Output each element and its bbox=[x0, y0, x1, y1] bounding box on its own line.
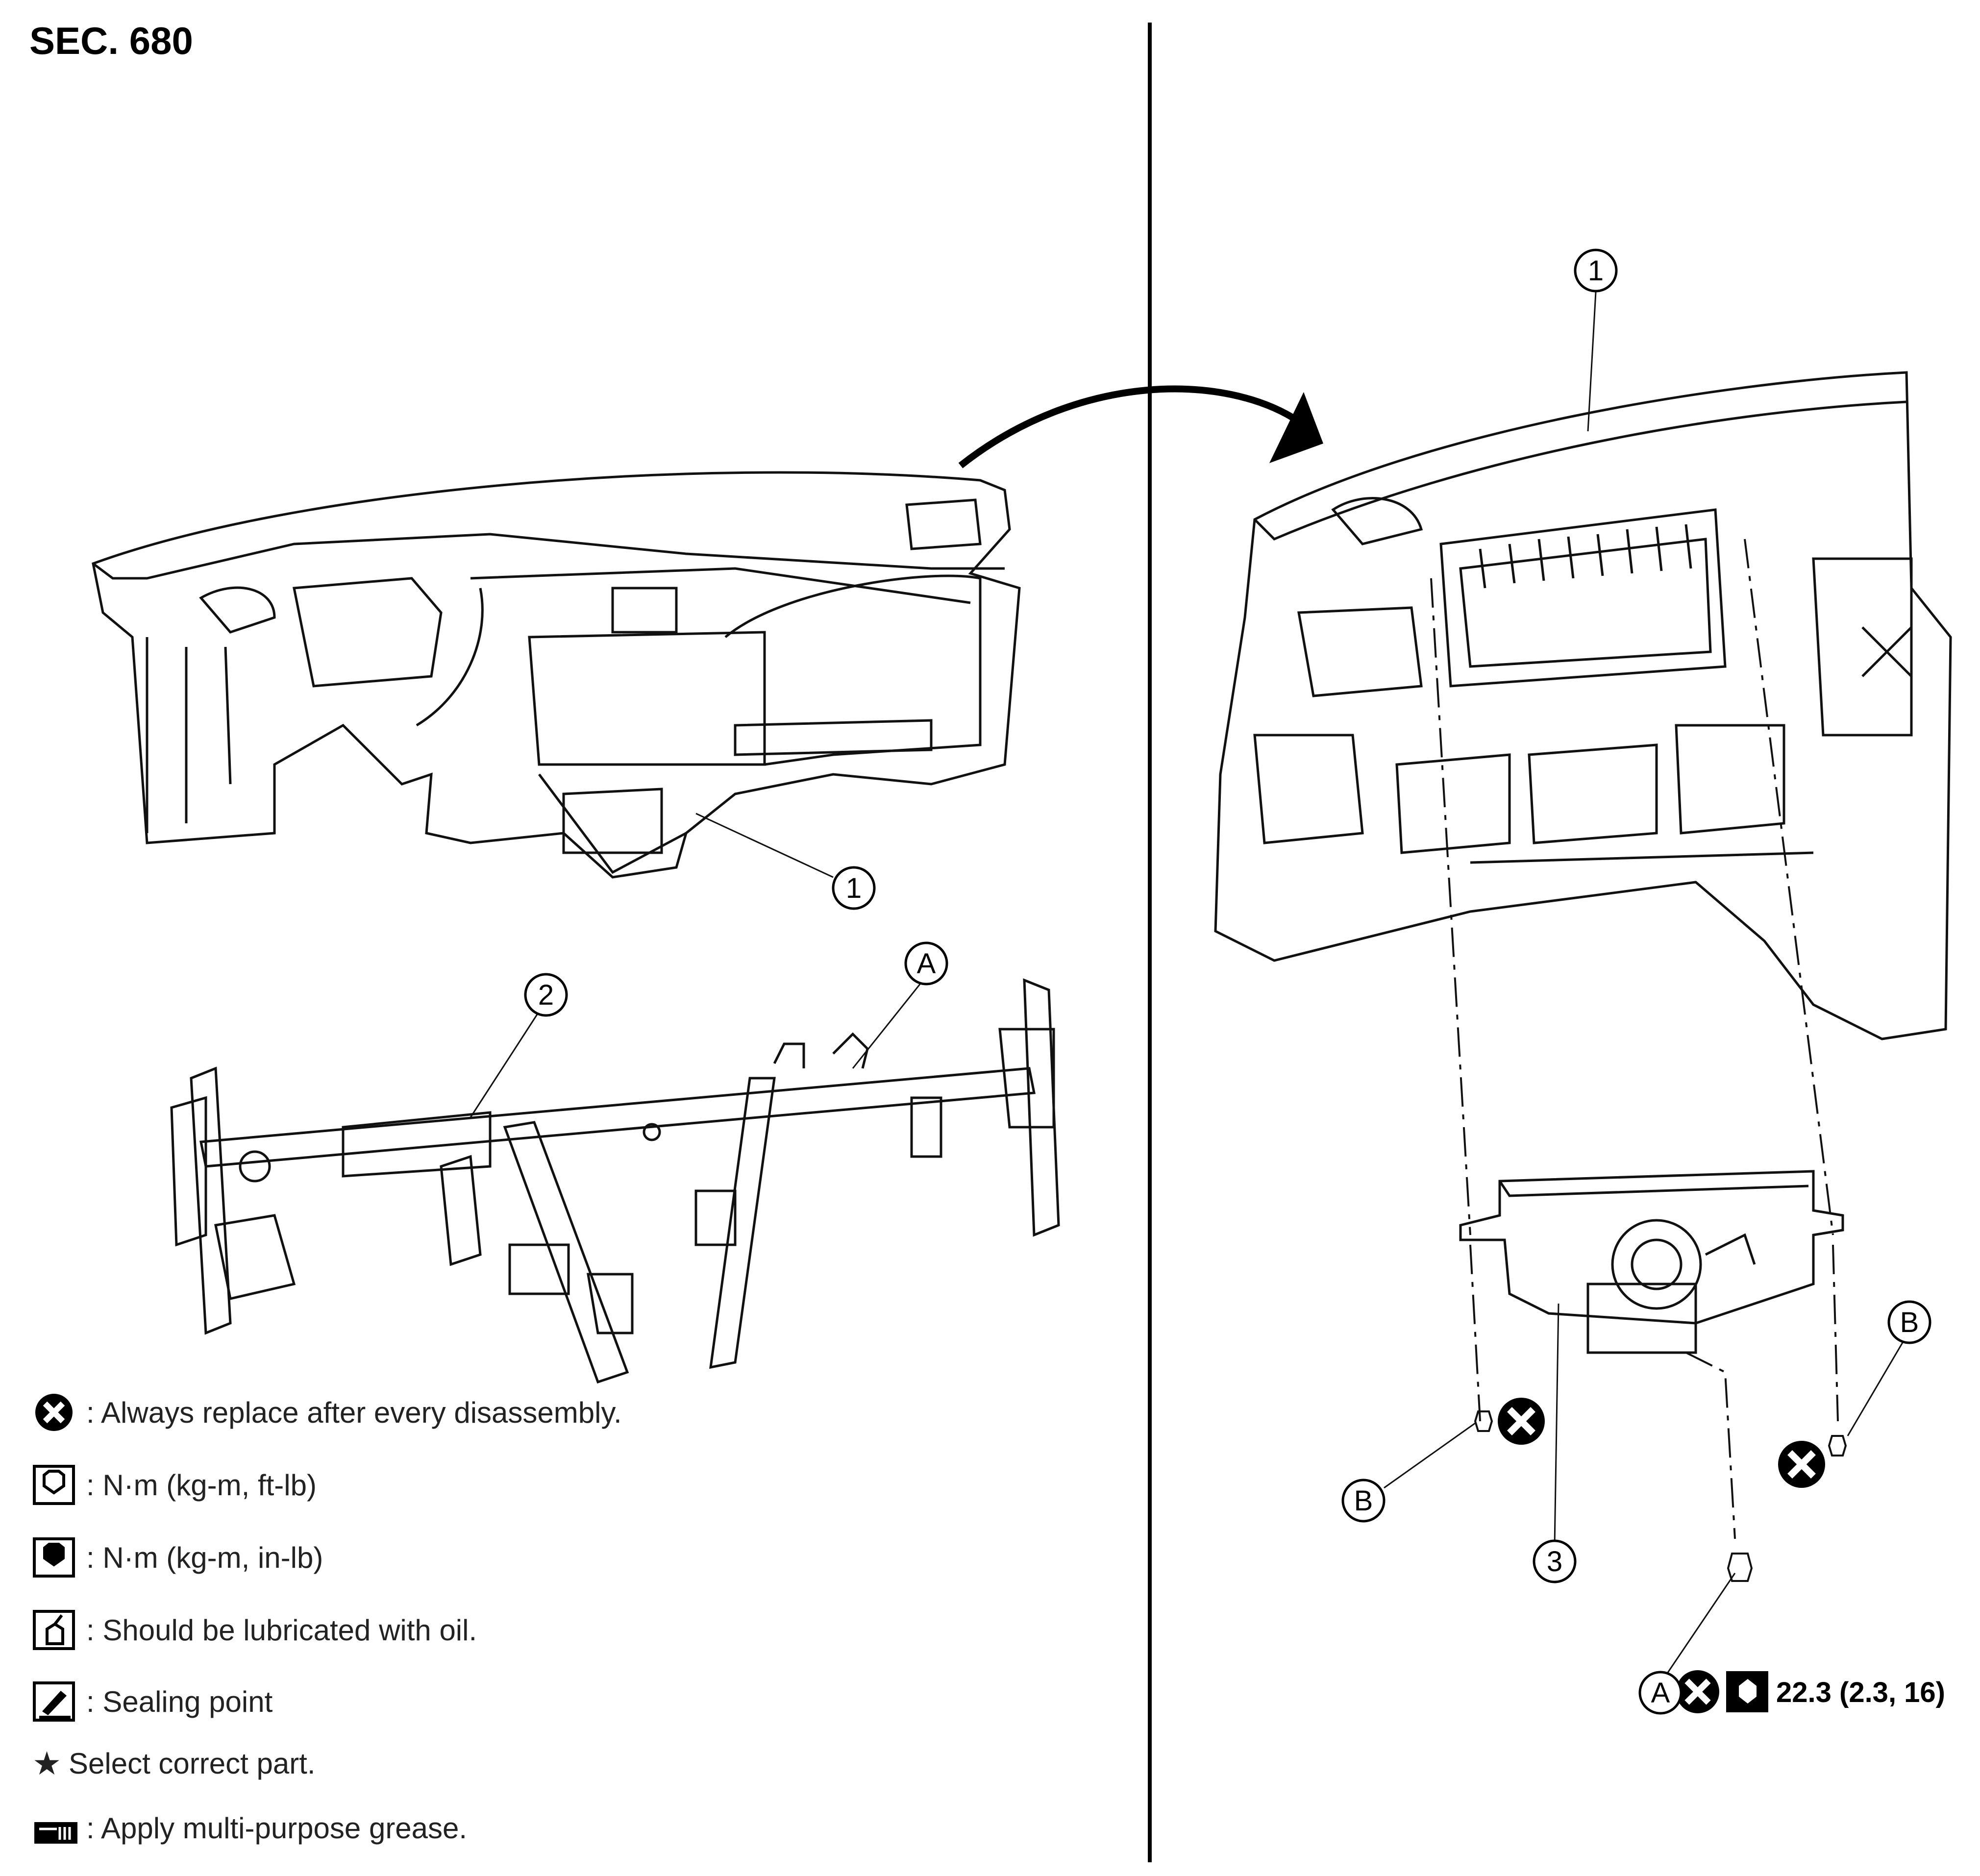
legend-item-torque-in-lb: : N·m (kg-m, in-lb) bbox=[32, 1537, 323, 1578]
steering-member-drawing bbox=[170, 978, 1060, 1384]
torque-wrench-icon bbox=[1726, 1671, 1768, 1712]
callout-1-right: 1 bbox=[1574, 248, 1618, 293]
callout-3: 3 bbox=[1533, 1539, 1577, 1583]
svg-text:B: B bbox=[1900, 1307, 1919, 1338]
legend-text: : Always replace after every disassembly… bbox=[86, 1396, 622, 1429]
legend-text: : Sealing point bbox=[86, 1685, 273, 1718]
transition-arrow bbox=[958, 385, 1323, 469]
always-replace-icon bbox=[1498, 1398, 1545, 1445]
callout-B-right: B bbox=[1887, 1300, 1931, 1344]
svg-text:2: 2 bbox=[538, 979, 554, 1011]
sealing-point-icon bbox=[33, 1681, 75, 1722]
panel-closeup-drawing bbox=[1214, 371, 1952, 1040]
callout-A-top: A bbox=[904, 941, 948, 986]
section-title: SEC. 680 bbox=[29, 19, 193, 62]
svg-text:B: B bbox=[1354, 1485, 1373, 1517]
callout-1-left: 1 bbox=[832, 866, 876, 910]
legend-item-grease: : Apply multi-purpose grease. bbox=[32, 1807, 467, 1849]
legend-item-oil: : Should be lubricated with oil. bbox=[32, 1609, 477, 1651]
svg-text:1: 1 bbox=[846, 872, 862, 904]
bolt-icon bbox=[1474, 1410, 1847, 1582]
legend-text: Select correct part. bbox=[69, 1747, 316, 1780]
legend-text: : N·m (kg-m, in-lb) bbox=[86, 1541, 323, 1574]
svg-text:3: 3 bbox=[1547, 1546, 1562, 1578]
star-icon: ★ bbox=[32, 1745, 62, 1781]
grease-icon bbox=[34, 1822, 77, 1844]
legend-item-select-part: ★ Select correct part. bbox=[32, 1745, 316, 1782]
alignment-guides bbox=[1430, 539, 1839, 1539]
torque-spec: 22.3 (2.3, 16) bbox=[1776, 1677, 1945, 1708]
callout-2: 2 bbox=[524, 973, 568, 1017]
torque-wrench-in-lb-icon bbox=[33, 1537, 75, 1578]
callout-A-bottom: A bbox=[1638, 1671, 1683, 1715]
oil-can-icon bbox=[33, 1610, 75, 1650]
leader-lines bbox=[470, 292, 1907, 1682]
legend-item-torque-ft-lb: : N·m (kg-m, ft-lb) bbox=[32, 1464, 317, 1506]
legend-text: : N·m (kg-m, ft-lb) bbox=[86, 1468, 317, 1502]
legend-item-always-replace: : Always replace after every disassembly… bbox=[32, 1392, 622, 1433]
instrument-panel-drawing bbox=[92, 471, 1021, 879]
air-bag-module-drawing bbox=[1459, 1170, 1844, 1354]
legend-text: : Should be lubricated with oil. bbox=[86, 1613, 477, 1647]
legend-item-sealing: : Sealing point bbox=[32, 1681, 272, 1722]
always-replace-icon bbox=[1676, 1670, 1719, 1713]
svg-text:A: A bbox=[1651, 1677, 1670, 1709]
callout-B-left: B bbox=[1341, 1479, 1386, 1523]
always-replace-icon bbox=[1778, 1441, 1825, 1488]
torque-wrench-ft-lb-icon bbox=[33, 1465, 75, 1505]
svg-text:1: 1 bbox=[1588, 255, 1604, 287]
always-replace-icon bbox=[35, 1394, 73, 1431]
svg-text:A: A bbox=[917, 948, 936, 980]
legend-text: : Apply multi-purpose grease. bbox=[86, 1811, 468, 1845]
